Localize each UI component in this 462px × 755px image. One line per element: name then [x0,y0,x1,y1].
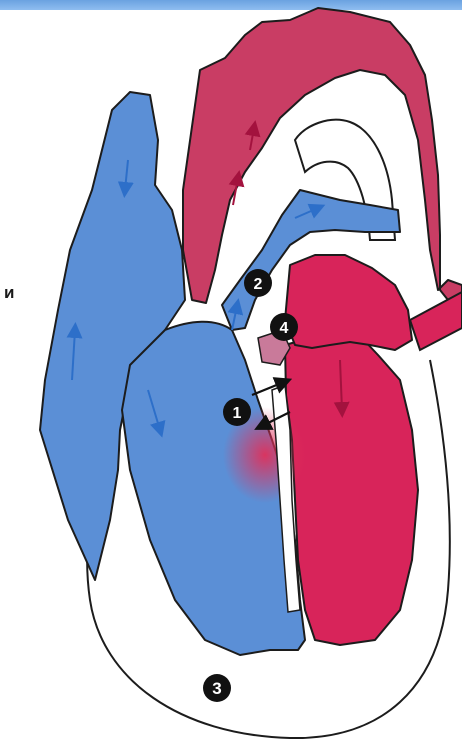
marker-4: 4 [270,313,298,341]
svg-text:3: 3 [212,679,221,698]
marker-2: 2 [244,269,272,297]
svg-text:4: 4 [280,320,289,337]
descending-aorta [410,292,462,350]
marker-3: 3 [203,674,231,702]
svg-text:2: 2 [254,276,263,293]
svg-text:1: 1 [233,405,242,422]
marker-1: 1 [223,398,251,426]
left-atrium [285,255,412,350]
left-ventricle [285,330,418,645]
